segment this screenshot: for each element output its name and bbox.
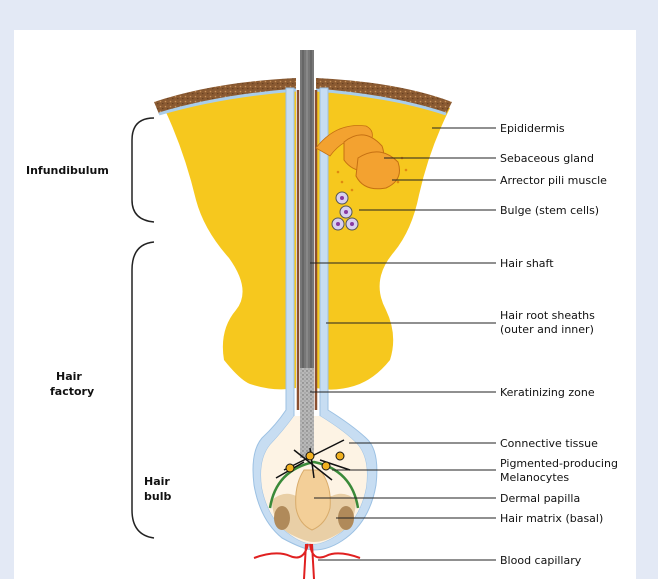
label-hair-factory-2: factory [50,385,94,398]
label-hair-shaft: Hair shaft [500,257,554,270]
label-epidermis: Epididermis [500,122,565,135]
dermis-left [164,85,296,389]
label-infundibulum: Infundibulum [26,164,109,177]
label-connective-tissue: Connective tissue [500,437,598,450]
label-pigment-2: Melanocytes [500,471,569,484]
bracket-infundibulum [132,118,154,222]
label-dermal-papilla: Dermal papilla [500,492,580,505]
label-pigment-1: Pigmented-producing [500,457,618,470]
label-sebaceous-gland: Sebaceous gland [500,152,594,165]
label-hair-factory-1: Hair [56,370,82,383]
label-hair-bulb-2: bulb [144,490,171,503]
label-bulge: Bulge (stem cells) [500,204,599,217]
keratinizing-zone [300,368,314,458]
label-arrector-pili-muscle: Arrector pili muscle [500,174,607,187]
label-root-sheaths-2: (outer and inner) [500,323,594,336]
hair-follicle-diagram: Infundibulum Hair factory Hair bulb Epid… [14,30,636,579]
label-blood-capillary: Blood capillary [500,554,582,567]
blood-capillary-shape [254,544,360,579]
label-root-sheaths-1: Hair root sheaths [500,309,595,322]
diagram-panel: Infundibulum Hair factory Hair bulb Epid… [14,30,636,579]
label-hair-matrix: Hair matrix (basal) [500,512,603,525]
label-hair-bulb-1: Hair [144,475,170,488]
label-keratinizing-zone: Keratinizing zone [500,386,595,399]
